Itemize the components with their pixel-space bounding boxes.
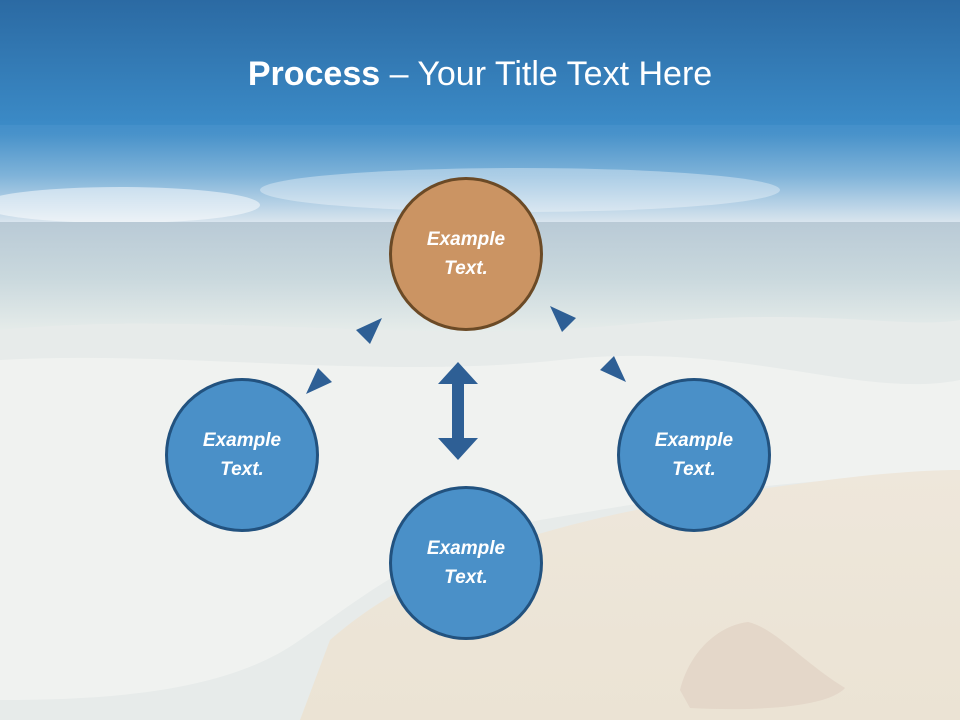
- left-circle: Example Text.: [165, 378, 319, 532]
- bottom-circle-label: Example Text.: [426, 538, 506, 588]
- bottom-circle: Example Text.: [389, 486, 543, 640]
- title-bold: Process: [247, 55, 381, 93]
- arrow-center-right: [550, 306, 626, 382]
- cloud: [0, 187, 260, 223]
- right-circle: Example Text.: [617, 378, 771, 532]
- sky-band: [0, 125, 960, 135]
- arrow-center-bottom: [438, 362, 478, 460]
- right-circle-label: Example Text.: [654, 430, 734, 480]
- left-circle-label: Example Text.: [202, 430, 282, 480]
- slide-title: Process – Your Title Text Here: [0, 52, 960, 96]
- title-rest: – Your Title Text Here: [380, 55, 713, 93]
- seashell: [680, 622, 845, 710]
- center-circle: Example Text.: [389, 177, 543, 331]
- arrow-center-left: [306, 318, 382, 394]
- center-circle-label: Example Text.: [426, 229, 506, 279]
- cloud: [260, 168, 780, 212]
